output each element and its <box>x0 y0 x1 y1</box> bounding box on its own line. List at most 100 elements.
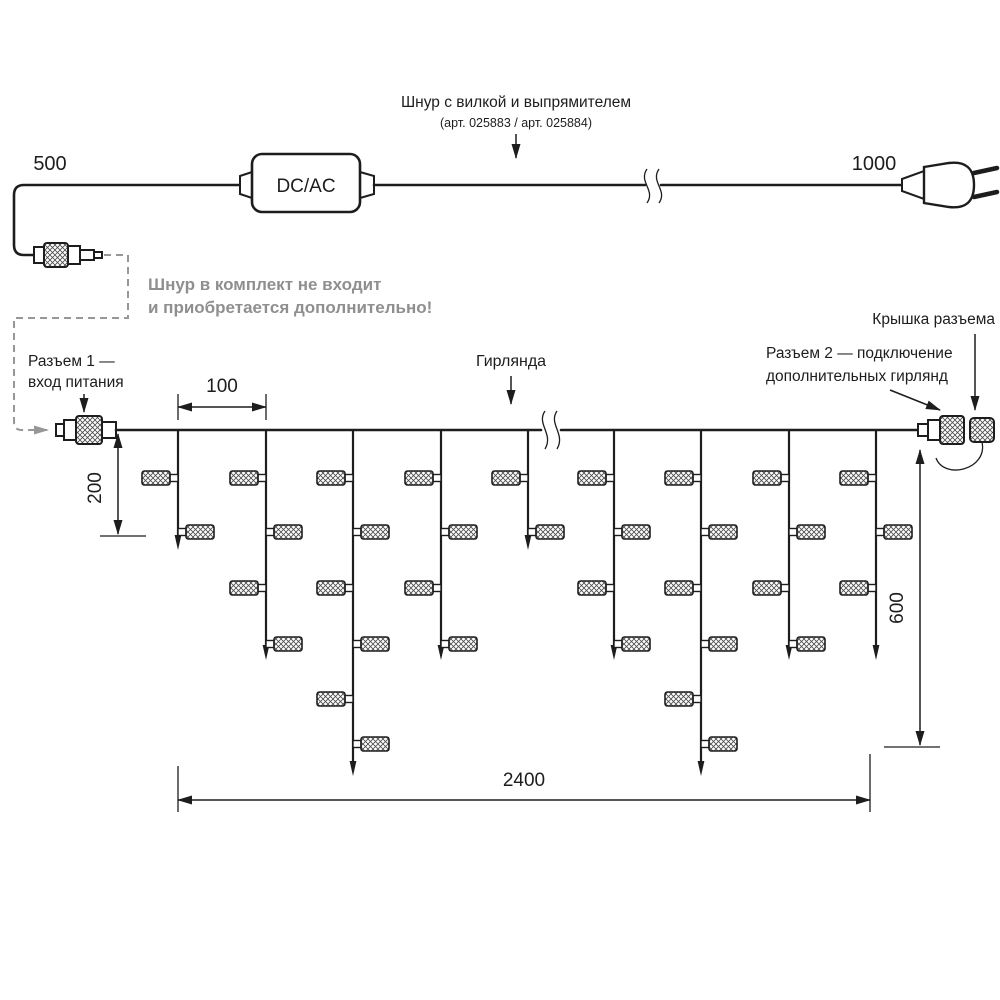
garland-output-connector <box>917 415 995 471</box>
cord-wire-left <box>12 183 254 257</box>
drop-tip <box>524 535 532 550</box>
dim-100-label: 100 <box>206 376 238 397</box>
lamp <box>352 636 390 652</box>
dim-200-label: 200 <box>85 472 106 504</box>
drop <box>577 431 651 660</box>
output-connector-collar <box>917 423 929 437</box>
drop-tip <box>349 761 357 776</box>
input-connector-body <box>63 419 77 441</box>
cap-label: Крышка разъема <box>872 311 995 328</box>
lamp <box>352 524 390 540</box>
drop <box>404 431 478 660</box>
garland-input-connector <box>55 415 117 445</box>
lamp <box>700 736 738 752</box>
drop <box>491 431 565 550</box>
cord-connector <box>33 242 103 268</box>
cord-subtitle: (арт. 025883 / арт. 025884) <box>440 116 592 130</box>
lamp <box>229 470 267 486</box>
dim-600: 600 <box>884 449 940 748</box>
lamp <box>440 636 478 652</box>
drop-tip <box>174 535 182 550</box>
cord-title: Шнур с вилкой и выпрямителем <box>401 94 631 111</box>
drop <box>229 431 303 660</box>
cord-connector-collar <box>33 246 45 264</box>
lamp <box>875 524 913 540</box>
drop <box>839 431 913 660</box>
lamp <box>404 580 442 596</box>
plug-pin <box>971 189 1000 200</box>
lamp <box>491 470 529 486</box>
lamp <box>265 636 303 652</box>
break-mark <box>541 410 549 450</box>
connector2-label-line1: Разъем 2 — подключение <box>766 345 953 362</box>
input-connector-knurl <box>75 415 103 445</box>
lamp <box>839 470 877 486</box>
drop-tip <box>697 761 705 776</box>
connector1-label-line1: Разъем 1 — <box>28 353 115 370</box>
lamp <box>788 636 826 652</box>
cord-connector-body <box>67 245 81 265</box>
drop <box>664 431 738 776</box>
lamp <box>577 470 615 486</box>
dim-100: 100 <box>177 376 267 420</box>
drop-tip <box>262 645 270 660</box>
converter-box <box>250 152 362 214</box>
lamp <box>527 524 565 540</box>
lamp <box>577 580 615 596</box>
lamp <box>752 470 790 486</box>
lamp <box>440 524 478 540</box>
lamp <box>229 580 267 596</box>
dim-500-label: 500 <box>33 153 66 175</box>
lamp <box>700 636 738 652</box>
lamp <box>141 470 179 486</box>
lamp <box>788 524 826 540</box>
drop <box>316 431 390 776</box>
lamp <box>316 580 354 596</box>
drop-tip <box>872 645 880 660</box>
mains-plug <box>901 161 1000 209</box>
lamp <box>404 470 442 486</box>
dim-1000-label: 1000 <box>852 153 897 175</box>
cord-note-line1: Шнур в комплект не входит <box>148 275 381 294</box>
dim-2400-label: 2400 <box>503 770 545 791</box>
lamp <box>316 470 354 486</box>
connector2-label-line2: дополнительных гирлянд <box>766 368 948 385</box>
input-connector-tip <box>55 423 65 437</box>
lamp <box>664 691 702 707</box>
lamp <box>700 524 738 540</box>
drops <box>141 431 913 776</box>
dim-200: 200 <box>85 433 146 537</box>
converter-stub-left <box>239 170 253 200</box>
cord-connector-neck <box>79 249 95 261</box>
break-mark <box>655 168 663 204</box>
lamp <box>664 470 702 486</box>
dc-ac-converter: DC/AC <box>239 152 375 214</box>
lamp <box>352 736 390 752</box>
break-mark <box>643 168 651 204</box>
drop <box>752 431 826 660</box>
plug-pin <box>971 165 1000 176</box>
drop-tip <box>610 645 618 660</box>
connector1-label-line2: вход питания <box>28 374 124 391</box>
lamp <box>265 524 303 540</box>
lamp <box>664 580 702 596</box>
plug-neck <box>901 169 925 201</box>
cord-connector-tip <box>93 251 103 259</box>
converter-stub-right <box>359 170 375 200</box>
converter-label: DC/AC <box>276 176 335 197</box>
lamp <box>752 580 790 596</box>
lamp <box>839 580 877 596</box>
dim-600-label: 600 <box>887 592 908 624</box>
dim-2400: 2400 <box>177 754 871 812</box>
lamp <box>316 691 354 707</box>
output-connector-body <box>927 419 941 441</box>
dashed-leader <box>13 254 129 435</box>
drop <box>141 431 215 550</box>
lamp <box>613 524 651 540</box>
garland-label: Гирлянда <box>476 353 546 370</box>
connector-cap <box>969 417 995 443</box>
break-mark <box>553 410 561 450</box>
drop-tip <box>437 645 445 660</box>
